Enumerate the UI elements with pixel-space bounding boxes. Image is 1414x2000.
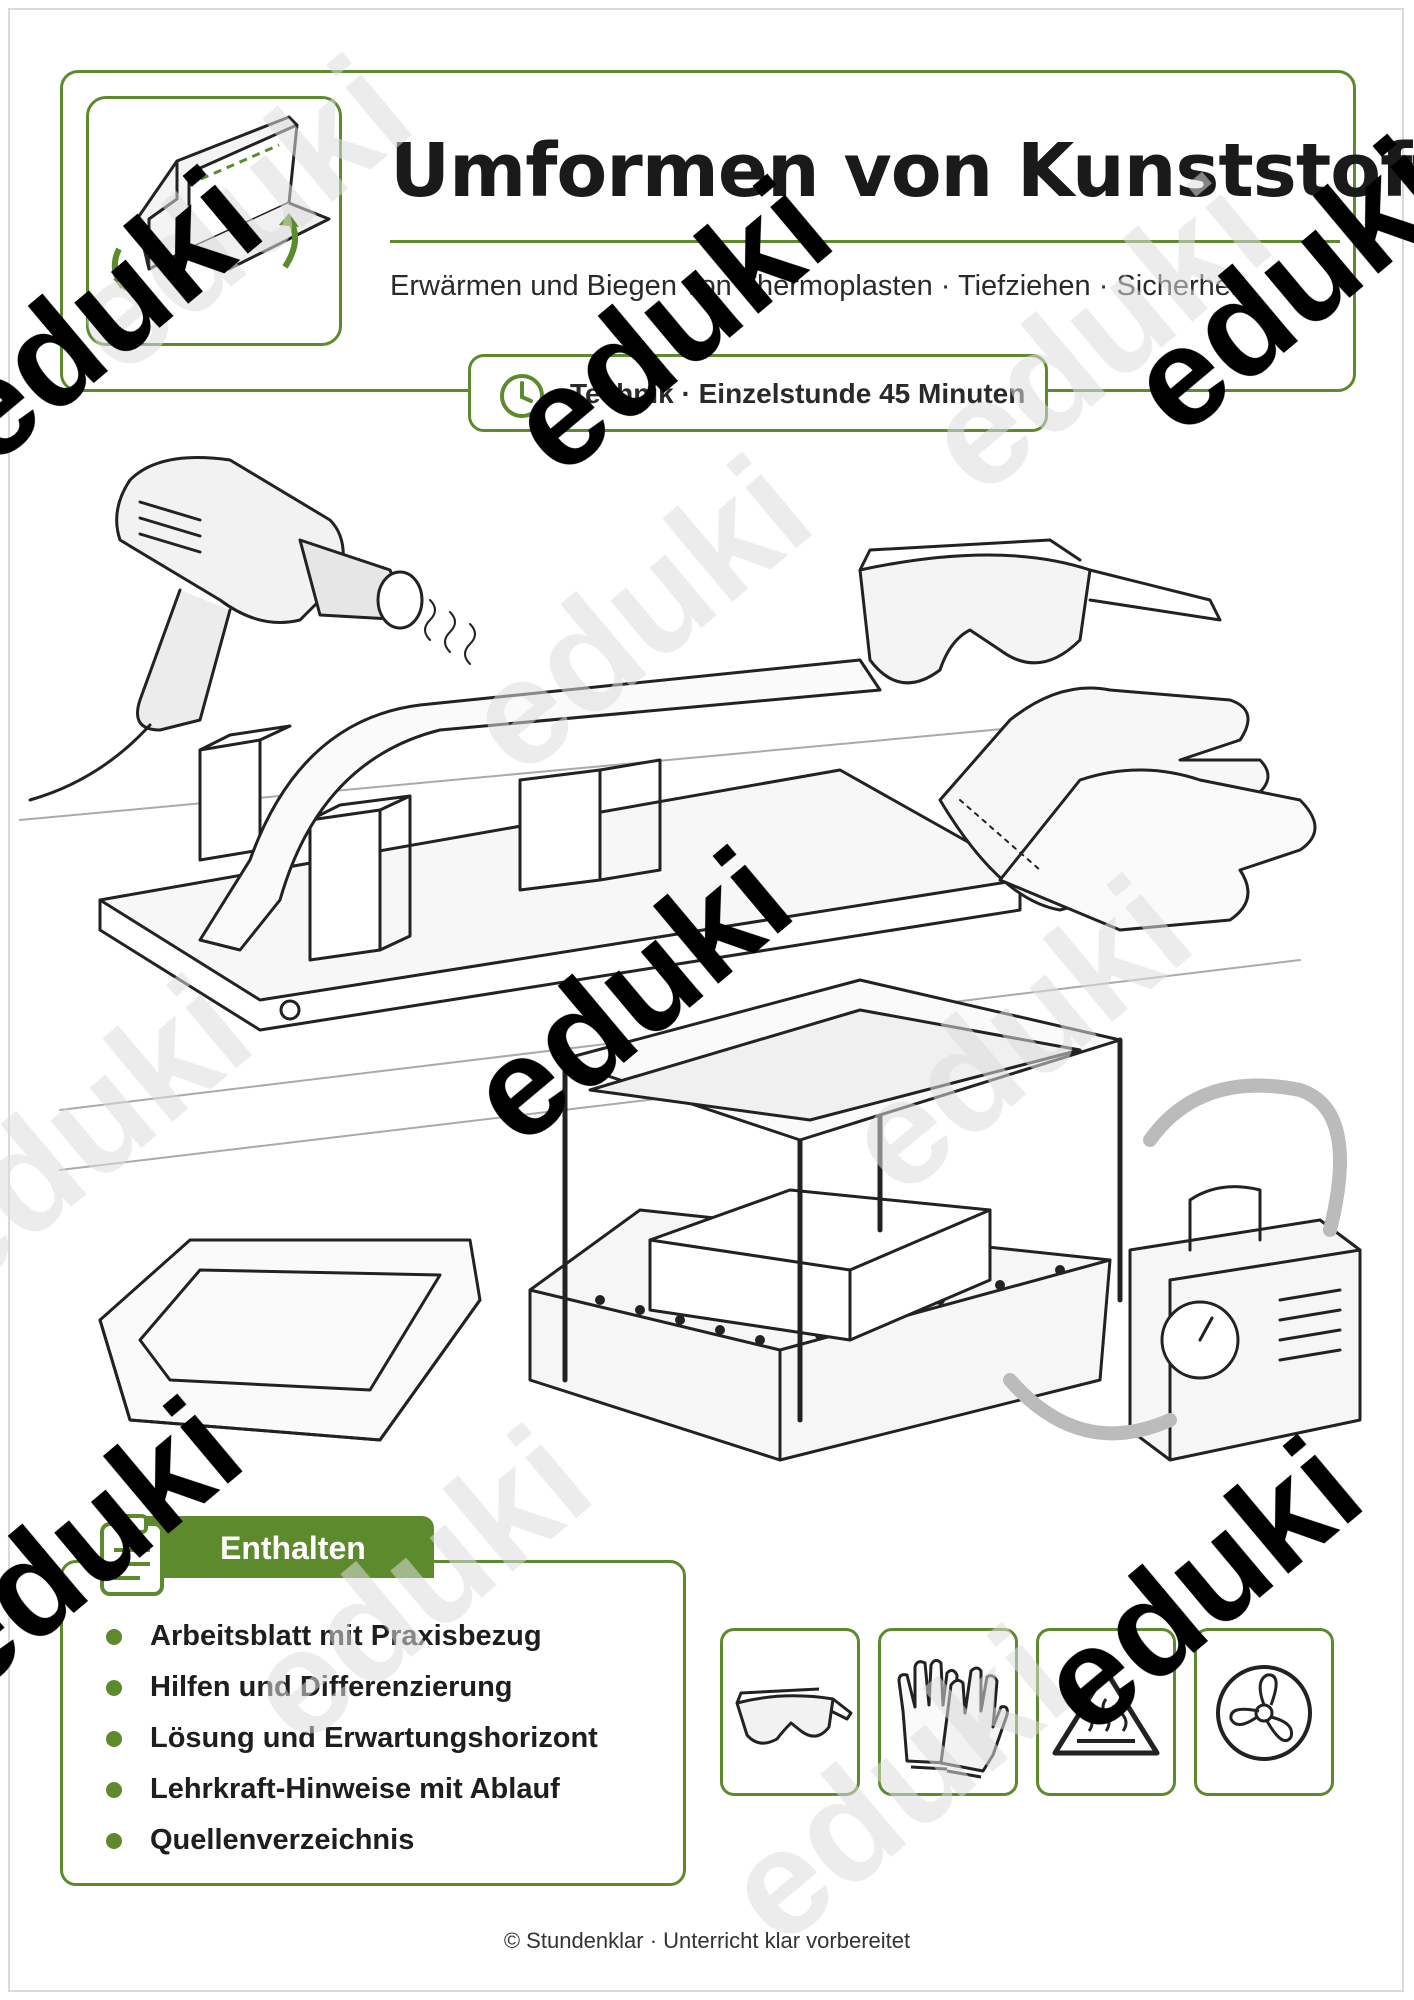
bending-jig-icon <box>98 658 1022 1032</box>
list-item: Arbeitsblatt mit Praxisbezug <box>96 1618 598 1669</box>
hot-surface-warning-icon <box>1052 1668 1160 1756</box>
contents-heading: Enthalten <box>220 1530 366 1566</box>
clipboard-icon <box>100 1514 164 1596</box>
list-item: Quellenverzeichnis <box>96 1822 598 1873</box>
vacuum-pump-icon <box>1003 1078 1362 1462</box>
page-title: Umformen von Kunststoff <box>390 128 1414 214</box>
safety-card-goggles <box>720 1628 860 1796</box>
thermoformed-tray-icon <box>98 1238 482 1442</box>
safety-goggles-icon <box>858 538 1222 685</box>
workshop-illustration <box>19 456 1362 1462</box>
logo-box <box>86 96 342 346</box>
contents-list: Arbeitsblatt mit Praxisbezug Hilfen und … <box>96 1618 598 1873</box>
list-item: Lösung und Erwartungshorizont <box>96 1720 598 1771</box>
vacuum-forming-frame-icon <box>528 978 1123 1462</box>
safety-card-gloves <box>878 1628 1018 1796</box>
lesson-meta-pill <box>468 354 1048 432</box>
lesson-meta-text: Technik · Einzelstunde 45 Minuten <box>570 378 1026 409</box>
contents-box <box>60 1560 686 1886</box>
protective-gloves-icon <box>938 686 1317 932</box>
protective-gloves-icon <box>897 1658 1009 1779</box>
safety-goggles-icon <box>735 1687 853 1745</box>
clock-icon <box>500 374 544 418</box>
contents-tab <box>118 1516 434 1578</box>
safety-card-ventilation <box>1194 1628 1334 1796</box>
list-item: Lehrkraft-Hinweise mit Ablauf <box>96 1771 598 1822</box>
footer-credit: © Stundenklar · Unterricht klar vorberei… <box>503 1928 911 1953</box>
page-subtitle: Erwärmen und Biegen von Thermoplasten · … <box>390 270 1246 302</box>
list-item: Hilfen und Differenzierung <box>96 1669 598 1720</box>
heat-gun-icon <box>28 456 476 802</box>
ventilation-fan-icon <box>1216 1665 1312 1761</box>
title-divider <box>390 240 1340 243</box>
bent-plastic-profile-icon <box>111 115 331 291</box>
safety-card-hot-surface <box>1036 1628 1176 1796</box>
page-border <box>8 8 1404 1992</box>
